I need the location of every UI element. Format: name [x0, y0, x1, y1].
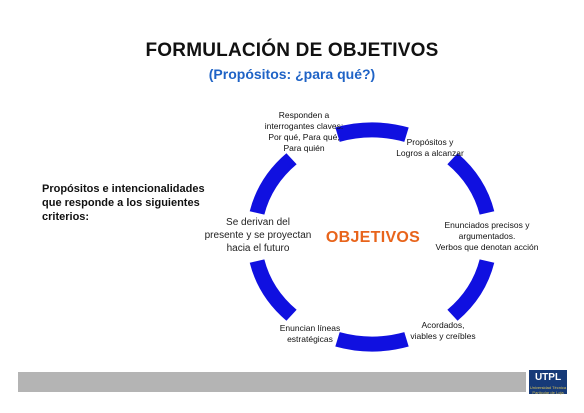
- node-propositos: Propósitos y Logros a alcanzar: [396, 137, 464, 158]
- side-note: Propósitos e intencionalidades que respo…: [42, 183, 205, 223]
- node-acordados: Acordados, viables y creíbles: [410, 320, 476, 341]
- arc-upper-right: [447, 153, 495, 215]
- arc-top: [335, 122, 409, 142]
- node-responden: Responden a interrogantes claves: Por qu…: [264, 110, 344, 153]
- arc-lower-left: [249, 259, 297, 321]
- arc-bottom: [335, 332, 409, 352]
- node-presente: Se derivan del presente y se proyectan h…: [204, 217, 312, 254]
- slide-title: FORMULACIÓN DE OBJETIVOS: [145, 40, 439, 61]
- center-label: OBJETIVOS: [325, 229, 421, 246]
- logo-text: UTPL: [534, 372, 562, 383]
- arc-upper-left: [249, 153, 297, 215]
- arc-lower-right: [447, 259, 495, 321]
- utpl-logo: UTPL Universidad Técnica Particular de L…: [529, 370, 567, 395]
- node-enunciados: Enunciados precisos y argumentados. Verb…: [435, 220, 539, 252]
- logo-subtext: Universidad Técnica Particular de Loja: [529, 385, 567, 395]
- footer-bar: [18, 372, 526, 392]
- node-lineas: Enuncian líneas estratégicas: [279, 323, 341, 344]
- slide-subtitle: (Propósitos: ¿para qué?): [208, 66, 376, 82]
